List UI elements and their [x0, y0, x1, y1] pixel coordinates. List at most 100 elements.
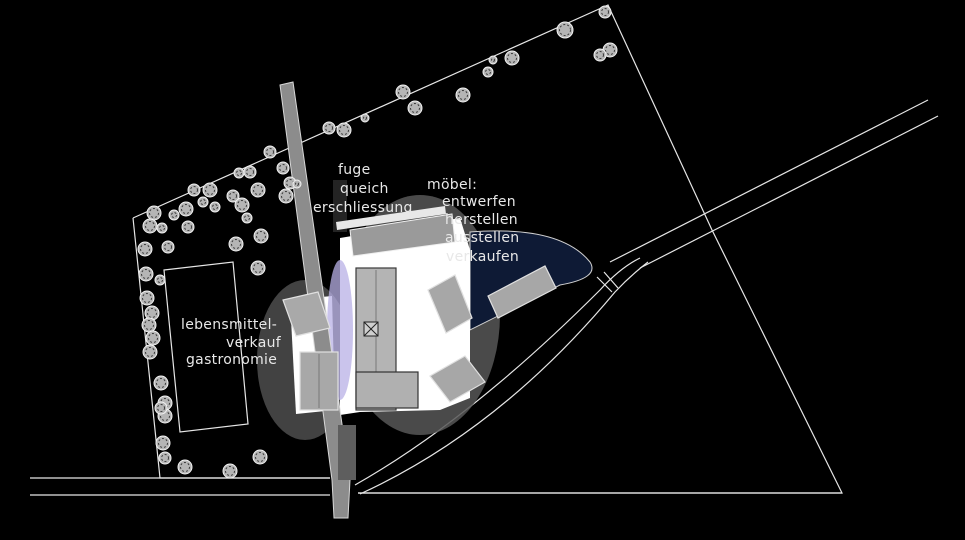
tree-symbol: [153, 375, 169, 391]
tree-symbol: [137, 241, 153, 257]
tree-crown-detail: [256, 231, 266, 241]
tree-crown-detail: [279, 164, 287, 172]
tree-symbol: [178, 201, 194, 217]
tree-crown-detail: [253, 185, 263, 195]
tree-crown-detail: [158, 438, 168, 448]
label-lebensmittel-line-2: verkauf: [226, 335, 282, 351]
tree-crown: [482, 66, 494, 78]
tree-crown-detail: [266, 148, 274, 156]
tree-symbol: [226, 189, 240, 203]
tree-symbol: [222, 463, 238, 479]
tree-symbol: [161, 240, 175, 254]
label-lebensmittel-line-1: lebensmittel-: [181, 317, 277, 333]
tree-crown-detail: [144, 320, 154, 330]
tree-crown-detail: [325, 124, 333, 132]
tree-crown: [292, 179, 302, 189]
tree-crown-detail: [140, 244, 150, 254]
tree-symbol: [598, 5, 612, 19]
building-north-long: [349, 213, 456, 257]
tree-crown-detail: [141, 269, 151, 279]
tree-symbol: [360, 113, 370, 123]
road-curve-2: [359, 261, 649, 495]
tree-symbol: [407, 100, 423, 116]
tree-crown: [263, 145, 277, 159]
tree-symbol: [322, 121, 336, 135]
tree-crown: [154, 274, 166, 286]
building-west-upper: [282, 291, 331, 337]
tree-crown: [593, 48, 607, 62]
tree-crown-detail: [181, 204, 191, 214]
market-lot-outline: [163, 261, 249, 433]
path-dark-section: [333, 180, 347, 232]
tree-symbol: [395, 84, 411, 100]
tree-symbol: [187, 183, 201, 197]
tree-symbol: [233, 167, 245, 179]
tree-crown-detail: [225, 466, 235, 476]
tree-crown-detail: [236, 170, 242, 176]
road-ne-edge-2: [639, 115, 939, 269]
tree-symbol: [455, 87, 471, 103]
tree-crown-detail: [485, 69, 491, 75]
tree-crown-detail: [244, 215, 250, 221]
tree-crown-detail: [145, 221, 155, 231]
tree-crown-detail: [410, 103, 420, 113]
roads: [30, 99, 939, 496]
building-north-strip: [336, 206, 446, 230]
tree-crown-detail: [171, 212, 177, 218]
tree-symbol: [146, 205, 162, 221]
tree-crown-detail: [398, 87, 408, 97]
tree-symbol: [181, 220, 195, 234]
label-fuge-line-1: fuge: [338, 162, 371, 178]
tree-crown-detail: [157, 404, 165, 412]
label-lebensmittel-line-3: gastronomie: [186, 352, 277, 368]
tree-crown-detail: [559, 24, 571, 36]
tree-symbol: [197, 196, 209, 208]
tree-symbol: [482, 66, 494, 78]
tree-crown-detail: [295, 182, 299, 186]
tree-crown-detail: [605, 45, 615, 55]
road-curve-1: [354, 257, 641, 486]
tree-symbol: [252, 449, 268, 465]
building-central-wing: [355, 371, 419, 409]
tree-crown-detail: [339, 125, 349, 135]
building-east-rotated: [427, 274, 473, 334]
tree-symbol: [138, 266, 154, 282]
tree-crown-detail: [149, 208, 159, 218]
tree-symbol: [336, 122, 352, 138]
tree-crown-detail: [156, 378, 166, 388]
tree-crown-detail: [231, 239, 241, 249]
tree-crown: [598, 5, 612, 19]
tree-crown-detail: [180, 462, 190, 472]
label-group-moebel: möbel: entwerfen herstellen ausstellen v…: [427, 177, 519, 265]
tree-crown: [168, 209, 180, 221]
tree-symbol: [228, 236, 244, 252]
tree-crown: [161, 240, 175, 254]
tree-crown-detail: [507, 53, 517, 63]
label-fuge-line-3: erschliessung: [313, 200, 413, 216]
label-moebel-line-3: herstellen: [445, 212, 518, 228]
tree-crown-detail: [212, 204, 218, 210]
tree-crown: [226, 189, 240, 203]
path-south-segment: [338, 425, 356, 480]
tree-crown-detail: [255, 452, 265, 462]
tree-crown: [156, 222, 168, 234]
buildings: [282, 206, 557, 411]
trees-group: [137, 5, 618, 479]
tree-crown-detail: [281, 191, 291, 201]
tree-symbol: [292, 179, 302, 189]
tree-symbol: [168, 209, 180, 221]
tree-crown: [209, 201, 221, 213]
tree-symbol: [241, 212, 253, 224]
tree-symbol: [276, 161, 290, 175]
label-moebel-line-5: verkaufen: [446, 249, 519, 265]
tree-crown-detail: [246, 168, 254, 176]
tree-crown-detail: [147, 308, 157, 318]
tree-crown-detail: [200, 199, 206, 205]
tree-crown-detail: [458, 90, 468, 100]
tree-crown: [276, 161, 290, 175]
tree-crown-detail: [601, 8, 609, 16]
tree-symbol: [154, 274, 166, 286]
label-group-fuge: fuge queich erschliessung: [313, 162, 413, 216]
tree-crown: [322, 121, 336, 135]
tree-crown: [488, 55, 498, 65]
